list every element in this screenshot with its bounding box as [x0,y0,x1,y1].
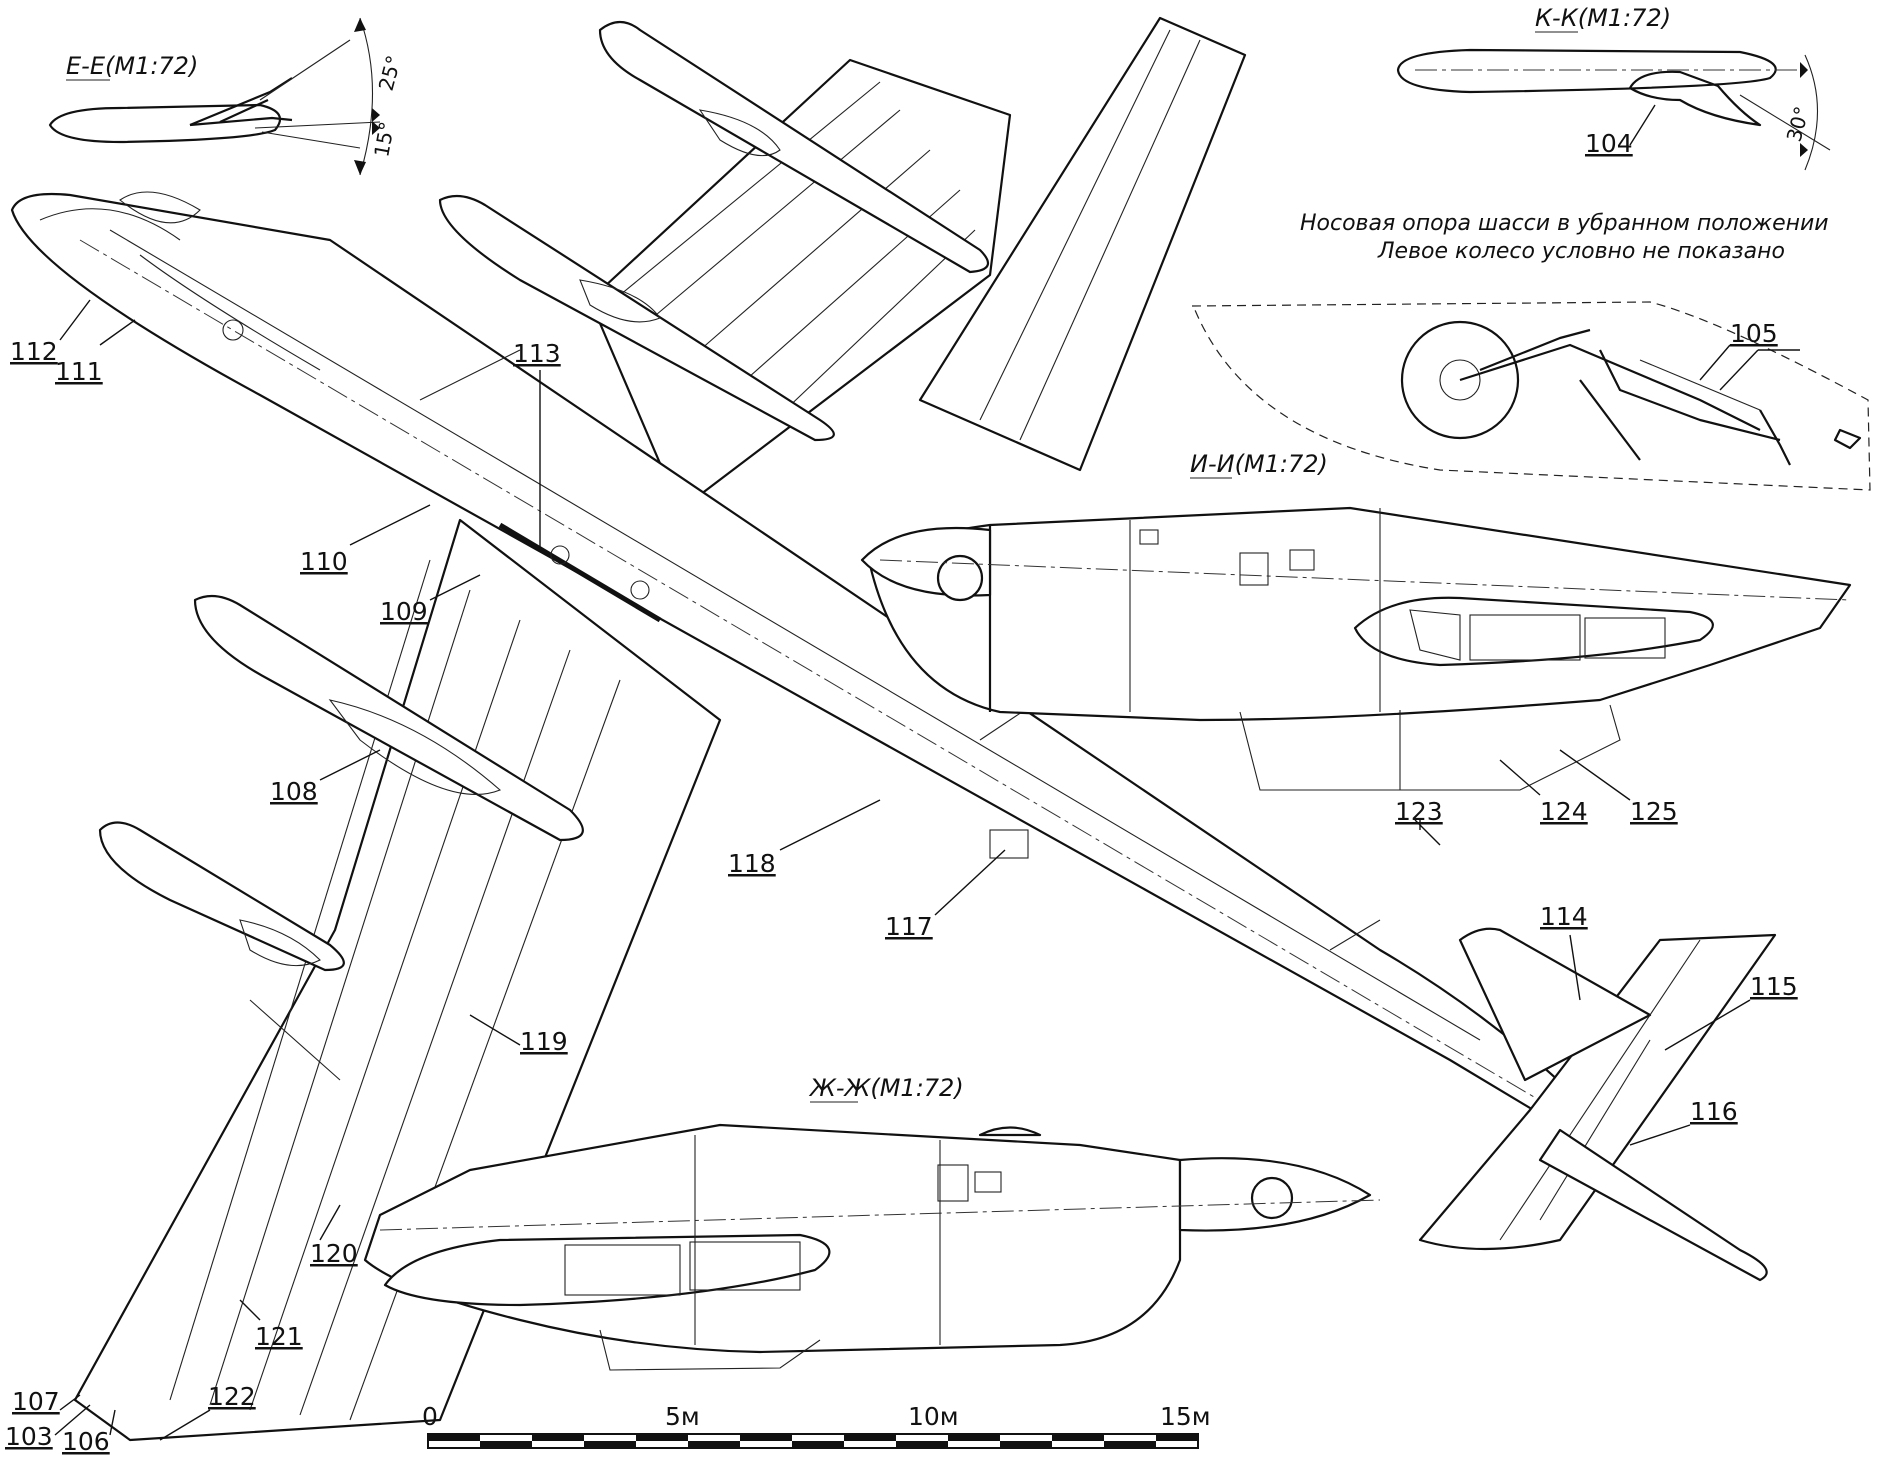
callout-122: 122 [208,1382,256,1411]
section-ii-view: И-И(М1:72) [860,450,1852,791]
scale-label-15m: 15м [1160,1402,1211,1431]
callouts: 104 105 112 111 113 110 109 108 118 117 … [5,104,1798,1456]
callout-106: 106 [62,1427,110,1456]
callout-125: 125 [1630,797,1678,826]
section-ee-label: Е-Е(М1:72) [66,52,198,80]
callout-104: 104 [1585,129,1633,158]
section-zhzh-view: Ж-Ж(М1:72) [363,1074,1381,1371]
section-kk-view: 30° К-К(М1:72) [1396,4,1831,171]
callout-110: 110 [300,547,348,576]
callout-117: 117 [885,912,933,941]
callout-121: 121 [255,1322,303,1351]
scale-bar: 0 5м 10м 15м [422,1402,1211,1449]
angle-15-label: 15° [369,120,399,159]
nose-gear-note-line1: Носовая опора шасси в убранном положении [1300,211,1829,236]
callout-116: 116 [1690,1097,1738,1126]
section-kk-label: К-К(М1:72) [1535,4,1671,32]
callout-115: 115 [1750,972,1798,1001]
nose-gear-note-line2: Левое колесо условно не показано [1377,239,1785,264]
callout-108: 108 [270,777,318,806]
callout-105: 105 [1730,319,1778,348]
callout-124: 124 [1540,797,1588,826]
callout-109: 109 [380,597,428,626]
callout-123: 123 [1395,797,1443,826]
section-ee-view: 25° 15° Е-Е(М1:72) [48,17,406,176]
callout-107: 107 [12,1387,60,1416]
callout-120: 120 [310,1239,358,1268]
callout-113: 113 [513,339,561,368]
scale-label-10m: 10м [908,1402,959,1431]
callout-103: 103 [5,1422,53,1451]
callout-119: 119 [520,1027,568,1056]
plan-view [10,16,1777,1442]
angle-30-label: 30° [1782,104,1814,144]
scale-label-5m: 5м [665,1402,700,1431]
angle-25-label: 25° [374,53,406,93]
section-ii-label: И-И(М1:72) [1190,450,1328,478]
callout-111: 111 [55,357,103,386]
callout-114: 114 [1540,902,1588,931]
section-zhzh-label: Ж-Ж(М1:72) [808,1074,964,1102]
nose-gear-view [1190,301,1871,491]
callout-112: 112 [10,337,58,366]
callout-118: 118 [728,849,776,878]
scale-label-0: 0 [422,1402,438,1431]
